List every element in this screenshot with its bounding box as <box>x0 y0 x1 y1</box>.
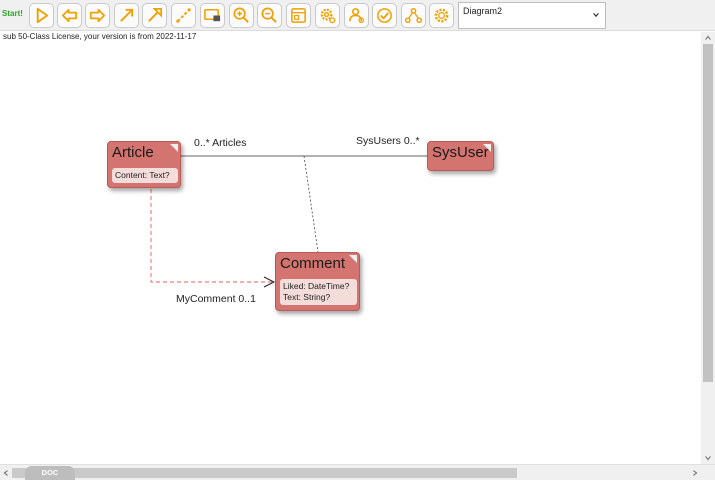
zoom-out-button[interactable] <box>257 3 282 28</box>
class-comment-name: Comment <box>280 255 346 272</box>
class-sysuser-name: SysUser <box>432 144 489 161</box>
association-links <box>150 155 427 288</box>
corner-fold-icon <box>483 144 491 152</box>
class-article[interactable]: Article Content: Text? <box>107 141 181 188</box>
user-icon <box>349 8 365 24</box>
user-button[interactable] <box>344 3 369 28</box>
diagram-canvas[interactable]: Article Content: Text? SysUser Comment L… <box>0 44 701 464</box>
validate-button[interactable] <box>372 3 397 28</box>
back-button[interactable] <box>57 3 82 28</box>
forward-button[interactable] <box>85 3 110 28</box>
screen-button[interactable] <box>200 3 225 28</box>
chevron-down-icon[interactable] <box>704 454 712 462</box>
class-article-attrs: Content: Text? <box>112 168 178 183</box>
class-sysuser[interactable]: SysUser <box>427 141 494 171</box>
start-label[interactable]: Start! <box>2 9 23 18</box>
screen-icon <box>204 9 221 22</box>
add-association-button[interactable] <box>114 3 139 28</box>
chevron-left-icon[interactable] <box>2 469 10 477</box>
corner-fold-icon <box>170 144 178 152</box>
add-dashed-link-button[interactable] <box>171 3 196 28</box>
corner-fold-icon <box>349 255 357 263</box>
attribute[interactable]: Content: Text? <box>115 170 170 180</box>
gear-outline-icon <box>434 8 449 23</box>
chevron-up-icon[interactable] <box>704 34 712 42</box>
diagram-select[interactable]: Diagram2 <box>458 2 606 29</box>
add-inheritance-button[interactable] <box>142 3 167 28</box>
mycomment-link[interactable] <box>150 189 273 283</box>
attribute[interactable]: Liked: DateTime? <box>283 281 350 291</box>
vertical-scrollbar[interactable] <box>701 32 715 464</box>
articles-role-label[interactable]: 0..* Articles <box>194 137 247 149</box>
class-comment-attrs: Liked: DateTime? Text: String? <box>280 279 357 305</box>
license-text: sub 50-Class License, your version is fr… <box>3 32 197 41</box>
class-article-name: Article <box>112 144 154 161</box>
gear-icon <box>320 8 336 24</box>
network-icon <box>404 7 423 24</box>
dashed-line-icon <box>176 8 191 23</box>
window-icon <box>291 8 306 23</box>
vertical-scroll-thumb[interactable] <box>703 44 713 382</box>
check-icon <box>377 8 392 23</box>
arrow-head-icon <box>263 276 276 288</box>
window-button[interactable] <box>286 3 311 28</box>
horizontal-scroll-thumb[interactable] <box>12 468 517 478</box>
options-button[interactable] <box>429 3 454 28</box>
diagram-select-value: Diagram2 <box>463 6 503 16</box>
zoom-in-button[interactable] <box>229 3 254 28</box>
inheritance-arrow-icon <box>148 7 163 22</box>
arrow-left-icon <box>61 8 78 23</box>
arrow-right-icon <box>89 8 106 23</box>
settings-button[interactable] <box>315 3 340 28</box>
diagonal-arrow-icon <box>120 8 134 22</box>
horizontal-scrollbar[interactable]: DOC <box>0 464 715 480</box>
class-comment[interactable]: Comment Liked: DateTime? Text: String? <box>275 252 360 311</box>
attribute[interactable]: Text: String? <box>283 292 331 302</box>
comment-link[interactable] <box>303 155 319 253</box>
play-button[interactable] <box>29 3 54 28</box>
share-button[interactable] <box>401 3 426 28</box>
chevron-right-icon[interactable] <box>691 469 699 477</box>
toolbar: Start! <box>0 0 715 31</box>
play-icon <box>36 7 49 24</box>
sysusers-role-label[interactable]: SysUsers 0..* <box>356 135 420 147</box>
chevron-down-icon <box>593 13 599 18</box>
zoom-out-icon <box>261 7 277 23</box>
mycomment-role-label[interactable]: MyComment 0..1 <box>176 293 256 305</box>
zoom-in-icon <box>233 7 249 23</box>
doc-tab[interactable]: DOC <box>25 466 75 480</box>
